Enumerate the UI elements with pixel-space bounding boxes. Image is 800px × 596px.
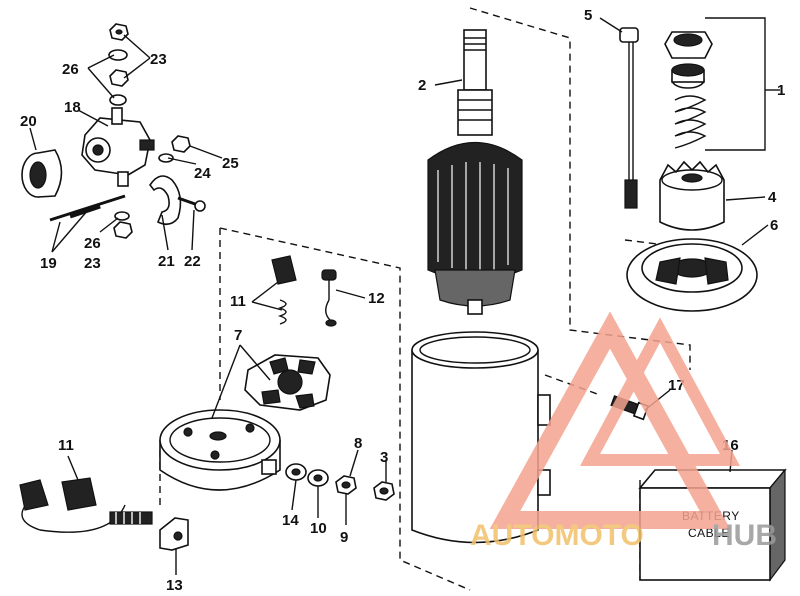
watermark-logo: AUTOMOTO HUB	[470, 311, 777, 552]
nut-23-top-b	[109, 69, 129, 87]
washer-26-lower	[114, 211, 130, 221]
label-11-lower: 11	[58, 437, 74, 454]
label-4: 4	[768, 189, 777, 206]
commutator-end-cap	[159, 409, 281, 491]
label-5: 5	[584, 7, 592, 24]
label-12: 12	[368, 290, 385, 307]
watermark-text-primary: AUTOMOTO	[470, 519, 644, 552]
label-13: 13	[166, 577, 183, 594]
washer-14	[285, 463, 307, 481]
label-8: 8	[354, 435, 362, 452]
label-25: 25	[222, 155, 239, 172]
label-10: 10	[310, 520, 327, 537]
nut-3	[373, 481, 395, 501]
label-23-lower: 23	[84, 255, 101, 272]
through-bolt	[619, 27, 639, 209]
leader-lines	[29, 17, 780, 575]
field-frame-housing	[411, 331, 551, 544]
brushes-lower	[19, 477, 153, 533]
label-6: 6	[770, 217, 778, 234]
brush-lead-screw-12	[321, 269, 337, 327]
label-14: 14	[282, 512, 299, 529]
stud-19	[49, 194, 126, 222]
nut-25	[171, 135, 191, 153]
label-26-lower: 26	[84, 235, 101, 252]
label-26-top: 26	[62, 61, 79, 78]
brush-holder	[244, 354, 331, 411]
label-2: 2	[418, 77, 426, 94]
drive-end-cap	[626, 238, 758, 312]
washer-26-top-a	[108, 49, 128, 61]
nut-23-lower	[113, 221, 133, 239]
label-18: 18	[64, 99, 81, 116]
drive-spring	[674, 95, 707, 149]
brush-upper	[271, 255, 297, 325]
label-9: 9	[340, 529, 348, 546]
washer-10	[307, 469, 329, 487]
screw-22	[177, 196, 206, 212]
label-22: 22	[184, 253, 201, 270]
label-23-top: 23	[150, 51, 167, 68]
nut-23-top	[109, 23, 129, 41]
label-7: 7	[234, 327, 242, 344]
drive-nut	[664, 31, 713, 59]
terminal-bracket	[159, 517, 189, 551]
label-24: 24	[194, 165, 211, 182]
drive-spacer	[671, 63, 705, 89]
label-1: 1	[777, 82, 785, 99]
label-21: 21	[158, 253, 175, 270]
pinion-gear	[659, 160, 725, 231]
label-17: 17	[668, 377, 685, 394]
strap-21	[149, 175, 182, 226]
label-11-upper: 11	[230, 293, 246, 310]
solenoid-boot	[21, 149, 63, 198]
label-19: 19	[40, 255, 57, 272]
label-3: 3	[380, 449, 388, 466]
part-number-labels: 1 2 3 4 5 6 7 8 9 10 11 11 12 13 14 16 1…	[20, 7, 785, 594]
solenoid	[81, 107, 155, 187]
washer-24	[158, 153, 174, 163]
battery-cable-line2: CABLE	[688, 526, 730, 540]
nut-9	[335, 475, 357, 495]
label-20: 20	[20, 113, 37, 130]
armature	[427, 29, 523, 315]
watermark-text-secondary: HUB	[712, 519, 777, 552]
